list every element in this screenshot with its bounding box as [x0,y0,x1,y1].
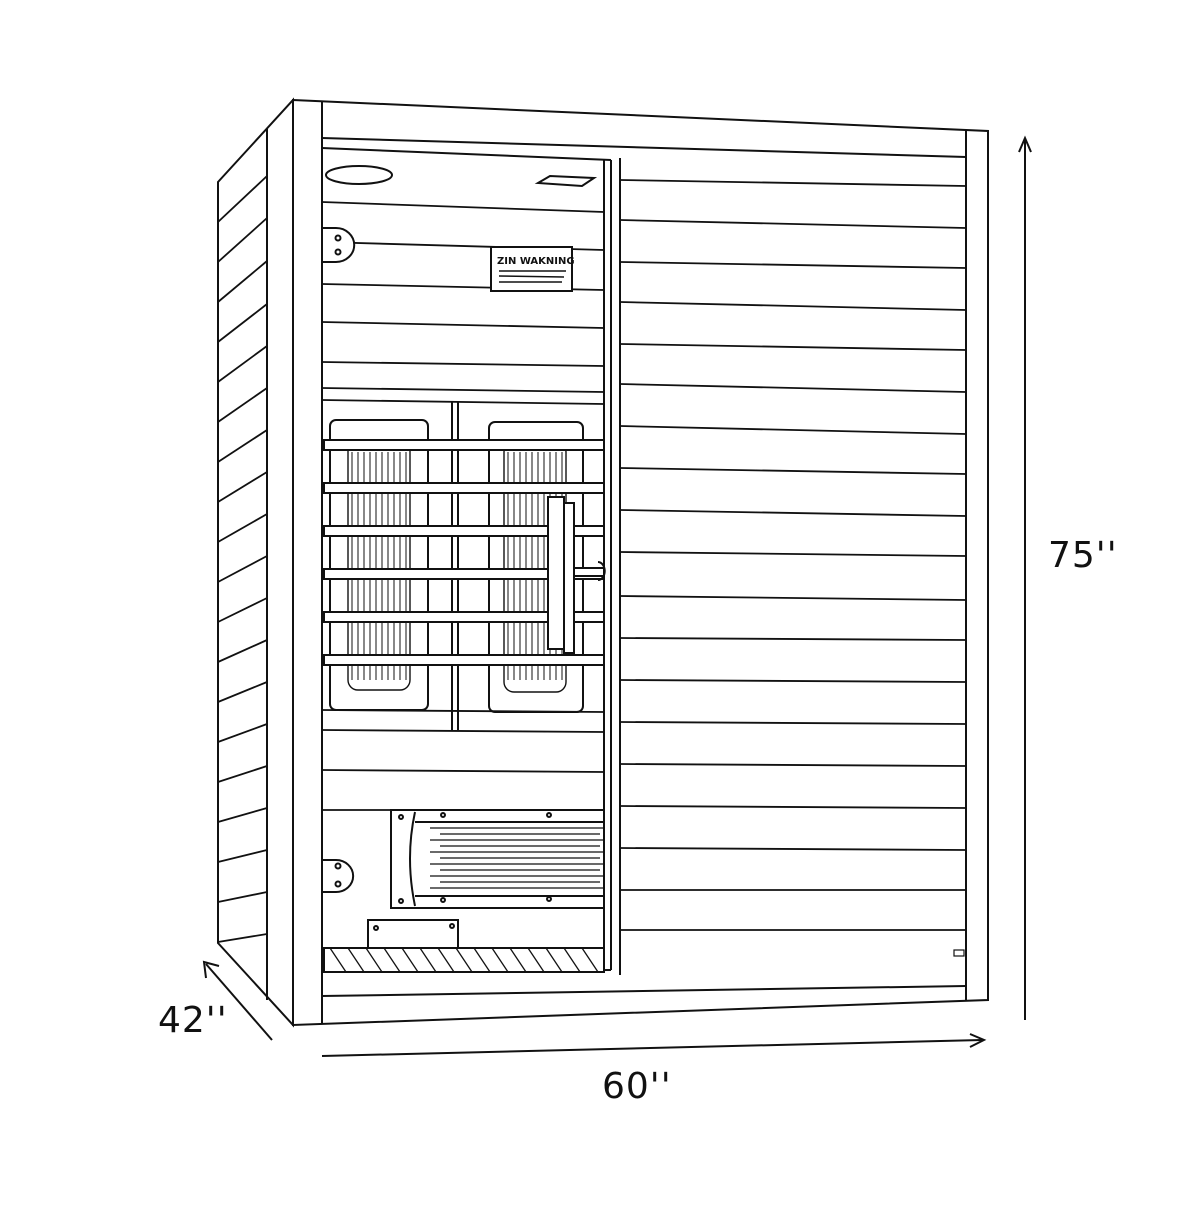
floor-heater [390,809,605,909]
square-vent-icon [534,174,598,188]
door-handle-icon[interactable] [547,496,606,654]
right-wall-panel [619,179,967,957]
round-vent-icon [325,165,393,185]
height-label: 75'' [1048,535,1118,576]
glass-door[interactable]: ZIN WAKNING [321,147,621,975]
side-panel [217,97,294,1028]
width-label: 60'' [602,1066,672,1107]
warning-sign: ZIN WAKNING [490,246,575,292]
depth-arrow-icon [202,960,273,1041]
width-arrow-icon [321,1033,987,1057]
depth-label: 42'' [158,1000,228,1041]
floor-grate [323,947,605,973]
hinge-top-icon [321,227,356,263]
height-arrow-icon [1018,135,1032,1020]
hinge-bottom-icon [321,859,355,893]
warning-sign-title: ZIN WAKNING [497,256,575,267]
control-plate [367,919,459,949]
